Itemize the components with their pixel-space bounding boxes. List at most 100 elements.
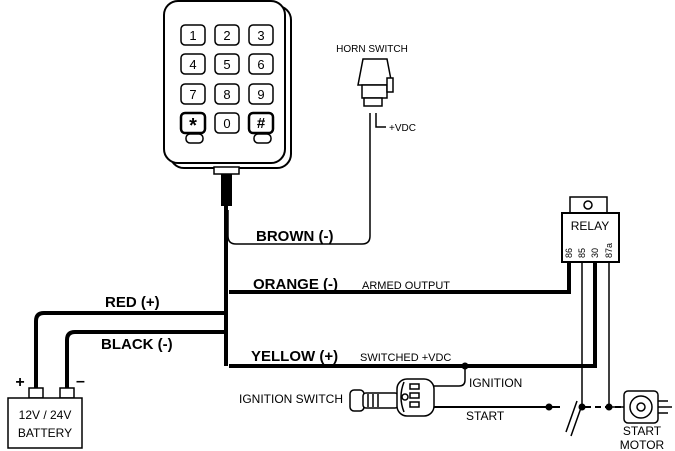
wire-cut-symbol: [565, 400, 583, 437]
ignition-contact: [401, 393, 409, 401]
keypad-key[interactable]: 4: [180, 53, 206, 75]
ignition-key-head: [349, 389, 365, 412]
wires: [34, 113, 625, 408]
keypad-key[interactable]: *: [179, 111, 207, 137]
horn-vdc-label: +VDC: [389, 123, 416, 134]
junction-dot: [461, 362, 469, 370]
keypad-key-cap[interactable]: [214, 24, 240, 46]
keypad-keys: 1 2 3 4 5 6 7 8 9 * 0 #: [179, 24, 275, 137]
relay-pin-label: 30: [590, 248, 600, 258]
battery: + – 12V / 24V BATTERY: [7, 373, 85, 449]
keypad-key-cap[interactable]: [214, 112, 240, 134]
keypad-key[interactable]: 8: [214, 83, 240, 105]
keypad-key[interactable]: 3: [248, 24, 274, 46]
keypad-key-cap[interactable]: [248, 24, 274, 46]
wire-horn-supply: [375, 113, 386, 128]
relay-pin-label: 87a: [604, 243, 614, 258]
ignition-terminal: [409, 401, 420, 408]
battery-terminal-pos: [28, 387, 44, 399]
keypad-key-label: 1: [189, 28, 196, 43]
wire-brown: [227, 113, 371, 245]
ignition-switch-arc: [400, 381, 405, 413]
brown-wire-label: BROWN (-): [256, 228, 333, 245]
start-label: START: [466, 409, 505, 423]
wire-orange: [229, 262, 571, 294]
ignition-label: IGNITION: [469, 376, 522, 390]
ignition-terminal: [409, 383, 420, 390]
battery-minus-sign: –: [76, 373, 85, 390]
keypad-key-cap[interactable]: [247, 111, 275, 135]
cable-grommet: [213, 166, 240, 175]
keypad-key-cap[interactable]: [180, 53, 206, 75]
ignition-terminal: [409, 392, 420, 399]
keypad-key[interactable]: 1: [180, 24, 206, 46]
keypad-key-label: 2: [223, 28, 230, 43]
orange-wire-label: ORANGE (-): [253, 276, 338, 293]
junction-dots: [461, 362, 613, 411]
keypad-key[interactable]: 7: [180, 83, 206, 105]
keypad-key[interactable]: 6: [248, 53, 274, 75]
horn-tab: [386, 77, 394, 93]
keypad-key-cap[interactable]: [248, 83, 274, 105]
junction-dot: [605, 403, 613, 411]
wire-ignition: [432, 366, 466, 387]
keypad-key[interactable]: 5: [214, 53, 240, 75]
ignition-switch: [349, 378, 435, 417]
keypad-key-label: 5: [223, 57, 230, 72]
keypad-led-left: [185, 133, 204, 144]
horn-switch-label: HORN SWITCH: [336, 44, 408, 55]
keypad-key[interactable]: #: [247, 111, 275, 135]
wire-yellow: [229, 262, 597, 368]
relay-body: [561, 212, 620, 263]
keypad-key-label: 4: [189, 57, 196, 72]
relay-label: RELAY: [571, 219, 609, 233]
battery-voltage-label: 12V / 24V: [19, 408, 72, 422]
wire-relay-87a: [608, 262, 625, 408]
keypad-key-label: 8: [223, 87, 230, 102]
start-motor: [623, 390, 672, 424]
relay-pin-label: 86: [564, 248, 574, 258]
battery-body: [7, 397, 83, 449]
keypad-key-label: 6: [257, 57, 264, 72]
keypad-key[interactable]: 2: [214, 24, 240, 46]
junction-dot: [545, 403, 553, 411]
keypad-key-label: 9: [257, 87, 264, 102]
ignition-barrel-grip: [367, 394, 379, 407]
keypad: 1 2 3 4 5 6 7 8 9 * 0 #: [163, 0, 292, 206]
motor-hub: [636, 402, 646, 412]
battery-label: BATTERY: [18, 426, 72, 440]
relay-pin-label: 85: [577, 248, 587, 258]
ignition-switch-label: IGNITION SWITCH: [239, 392, 343, 406]
wire-black: [65, 330, 224, 398]
battery-plus-sign: +: [15, 374, 24, 391]
keypad-key[interactable]: 0: [214, 112, 240, 134]
keypad-key-cap[interactable]: [180, 83, 206, 105]
keypad-key-cap[interactable]: [248, 53, 274, 75]
keypad-key-cap[interactable]: [179, 111, 207, 135]
relay-mount-hole: [583, 200, 593, 210]
switched-vdc-label: SWITCHED +VDC: [360, 352, 451, 364]
red-wire-label: RED (+): [105, 294, 160, 311]
keypad-key-label: *: [189, 115, 197, 137]
horn-switch: [357, 58, 394, 107]
keypad-key-label: #: [257, 115, 266, 132]
motor-leads: [658, 400, 672, 414]
battery-terminal-neg: [59, 387, 75, 399]
keypad-key-label: 0: [223, 116, 230, 131]
keypad-key-cap[interactable]: [180, 24, 206, 46]
keypad-key-label: 3: [257, 28, 264, 43]
keypad-key-cap[interactable]: [214, 83, 240, 105]
junction-dot: [578, 403, 586, 411]
armed-output-label: ARMED OUTPUT: [362, 280, 450, 292]
wire-red: [34, 311, 224, 398]
yellow-wire-label: YELLOW (+): [251, 348, 338, 365]
keypad-key-cap[interactable]: [214, 53, 240, 75]
black-wire-label: BLACK (-): [101, 336, 173, 353]
keypad-led-right: [253, 133, 272, 144]
horn-base: [363, 97, 383, 107]
motor-label-line1: START: [623, 424, 662, 438]
keypad-key[interactable]: 9: [248, 83, 274, 105]
